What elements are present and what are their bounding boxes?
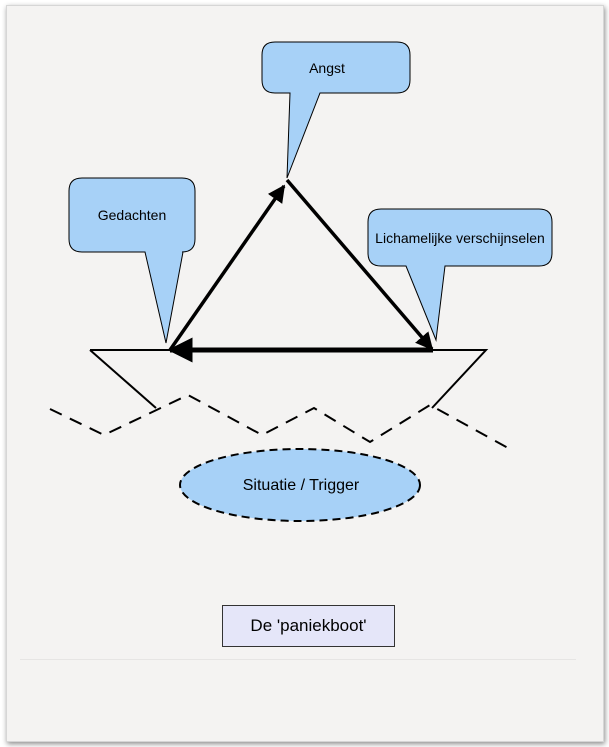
footer-divider <box>20 659 576 660</box>
callout-angst-label: Angst <box>309 60 345 76</box>
waves-dashed <box>49 393 509 449</box>
trigger-label: Situatie / Trigger <box>243 477 360 494</box>
callout-gedachten <box>68 177 196 344</box>
callout-lichamelijk-label: Lichamelijke verschijnselen <box>375 230 545 246</box>
boat-hull <box>90 349 489 409</box>
arrow-gedachten-to-angst <box>168 184 286 351</box>
callout-angst <box>261 41 411 179</box>
diagram-caption: De 'paniekboot' <box>222 605 395 647</box>
arrow-angst-to-lichamelijk <box>285 178 434 351</box>
trigger-ellipse <box>179 448 421 522</box>
callout-lichamelijk <box>367 208 553 342</box>
boat-hull-left <box>89 349 157 409</box>
callout-gedachten-label: Gedachten <box>98 207 167 223</box>
